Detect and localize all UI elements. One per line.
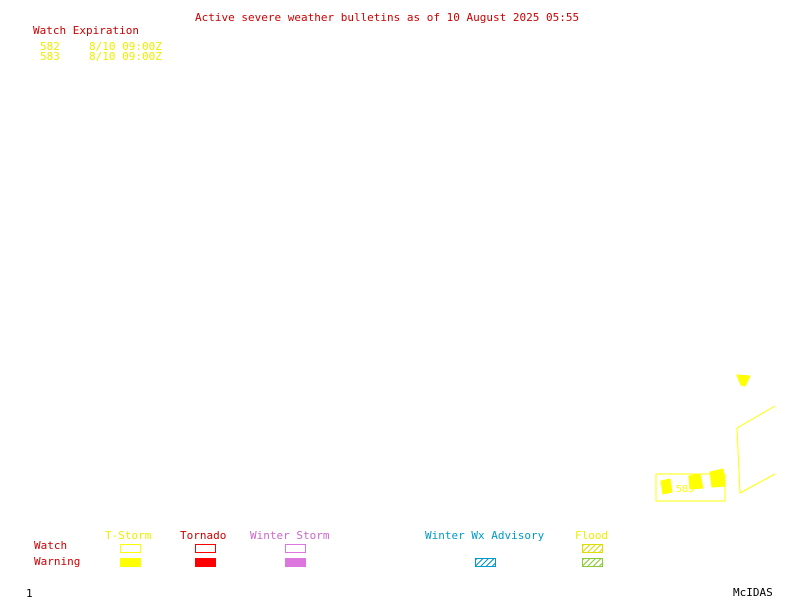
watch-id-label: 583 bbox=[676, 484, 694, 495]
watch-expiration-heading: Watch Expiration bbox=[33, 24, 139, 37]
legend-tstorm-watch-swatch bbox=[120, 544, 141, 553]
legend-winter-storm-label: Winter Storm bbox=[250, 529, 330, 542]
legend-winter-storm-watch-swatch bbox=[285, 544, 306, 553]
legend-tstorm-warning-swatch bbox=[120, 558, 141, 567]
legend-tornado-warning-swatch bbox=[195, 558, 216, 567]
bulletin-title: Active severe weather bulletins as of 10… bbox=[195, 11, 580, 24]
legend-winter-adv-label: Winter Wx Advisory bbox=[425, 529, 545, 542]
legend-flood-warning-swatch bbox=[582, 558, 603, 567]
watch-outline bbox=[736, 405, 776, 494]
legend-flood-watch-swatch bbox=[582, 544, 603, 553]
mcidas-brand: McIDAS bbox=[733, 586, 773, 599]
legend-winter-adv-warning-swatch bbox=[475, 558, 496, 567]
warning-polygon bbox=[709, 468, 726, 488]
legend-winter-storm-warning-swatch bbox=[285, 558, 306, 567]
warning-polygon bbox=[688, 473, 704, 490]
legend-tornado-label: Tornado bbox=[180, 529, 227, 542]
watch-number: 583 bbox=[40, 50, 60, 63]
warning-polygon bbox=[736, 374, 751, 387]
legend-flood-label: Flood bbox=[575, 529, 609, 542]
legend-tornado-watch-swatch bbox=[195, 544, 216, 553]
watch-expires: 8/10 09:00Z bbox=[89, 40, 162, 53]
legend-watch-label: Watch bbox=[34, 539, 68, 552]
legend-tstorm-label: T-Storm bbox=[105, 529, 152, 542]
watch-box bbox=[655, 473, 726, 502]
watch-expires: 8/10 09:00Z bbox=[89, 50, 162, 63]
watch-number: 582 bbox=[40, 40, 60, 53]
frame-number: 1 bbox=[26, 587, 33, 600]
legend-warning-label: Warning bbox=[34, 555, 81, 568]
warning-polygon bbox=[660, 478, 673, 495]
